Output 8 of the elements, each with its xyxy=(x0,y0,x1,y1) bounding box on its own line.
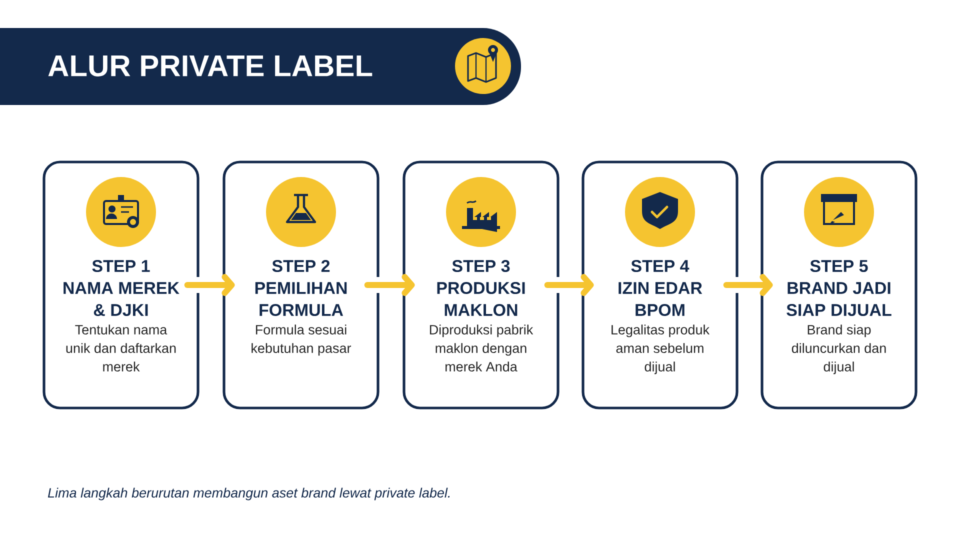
arrow xyxy=(184,274,235,296)
title: ALUR PRIVATE LABEL xyxy=(48,56,372,76)
arrow xyxy=(364,274,415,296)
arrow xyxy=(723,274,773,296)
step-card: STEP 5 BRAND JADI SIAP DIJUAL Brand siap diluncurkan dan dijual xyxy=(760,160,918,410)
arrow xyxy=(544,274,594,296)
caption: Lima langkah berurutan membangun aset brand lewat private label. xyxy=(48,488,450,500)
step-card: STEP 1 NAMA MEREK & DJKI Tentukan nama unik dan daftarkan merek xyxy=(42,160,200,410)
